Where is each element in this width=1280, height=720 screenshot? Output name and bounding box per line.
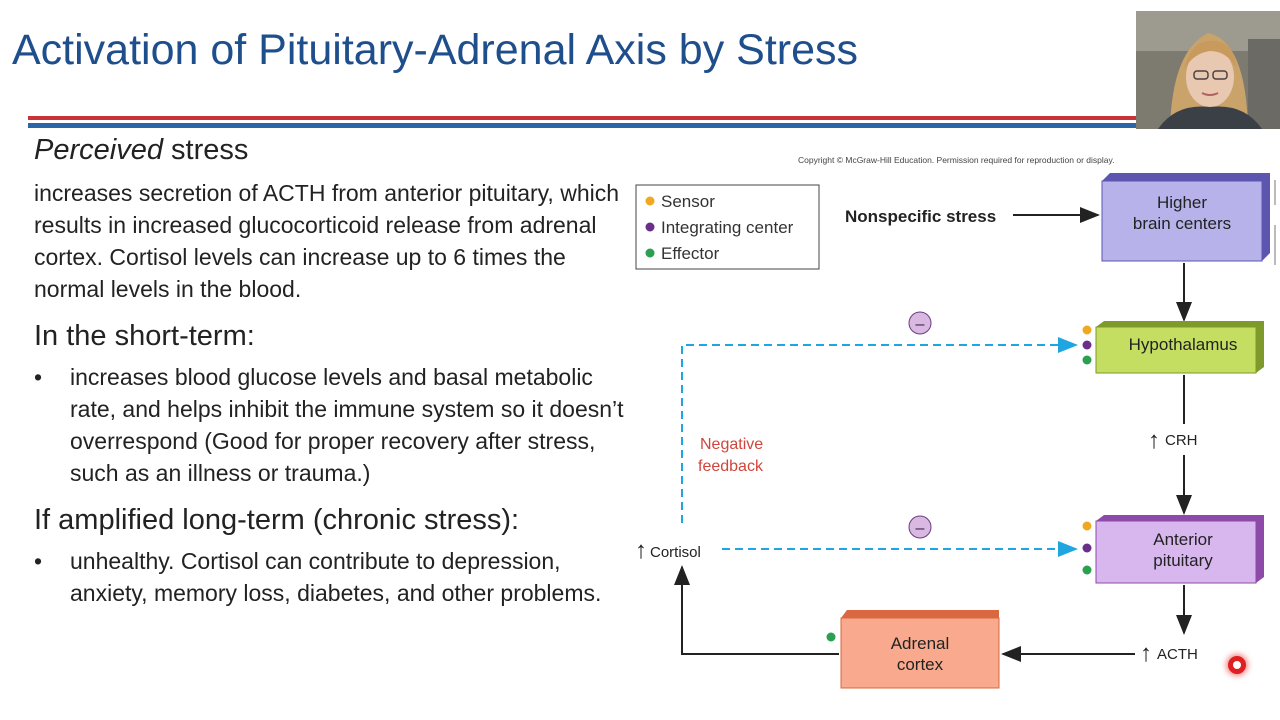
crh-increase-arrow: ↑ bbox=[1148, 427, 1160, 454]
adrenal-line1: Adrenal bbox=[891, 634, 950, 653]
long-term-list: unhealthy. Cortisol can contribute to de… bbox=[34, 545, 634, 609]
effector-legend-dot bbox=[645, 248, 655, 258]
negative-feedback-to-hypothalamus-line bbox=[681, 337, 1078, 523]
hypothalamus-box: Hypothalamus bbox=[1095, 321, 1264, 374]
hypothalamus-integrating-dot bbox=[1082, 340, 1092, 350]
crh-label: CRH bbox=[1165, 432, 1198, 449]
negative-feedback-line2: feedback bbox=[698, 458, 764, 475]
acth-increase-arrow: ↑ bbox=[1140, 640, 1152, 667]
hypothalamus-effector-dot bbox=[1082, 355, 1092, 365]
laser-pointer-cursor bbox=[1228, 656, 1246, 674]
adrenal-to-cortisol-arrow bbox=[674, 565, 839, 655]
adrenal-cortex-box: Adrenal cortex bbox=[840, 610, 1000, 689]
presenter-webcam bbox=[1136, 11, 1280, 129]
higher-brain-line2: brain centers bbox=[1133, 214, 1231, 233]
presenter-video-frame bbox=[1136, 11, 1280, 129]
pituitary-effector-dot bbox=[1082, 565, 1092, 575]
cortisol-label: Cortisol bbox=[650, 544, 701, 561]
cortisol-increase-arrow: ↑ bbox=[635, 537, 647, 564]
anterior-pituitary-box: Anterior pituitary bbox=[1095, 515, 1264, 584]
nonspecific-stress-label: Nonspecific stress bbox=[845, 207, 996, 226]
pituitary-integrating-dot bbox=[1082, 543, 1092, 553]
legend-sensor: Sensor bbox=[661, 192, 715, 211]
adrenal-effector-dot bbox=[826, 632, 836, 642]
sensor-legend-dot bbox=[645, 196, 655, 206]
perceived-heading-rest: stress bbox=[162, 134, 249, 166]
short-term-bullet: increases blood glucose levels and basal… bbox=[34, 361, 634, 489]
title-divider-blue bbox=[28, 123, 1140, 128]
inhibition-symbol-pituitary-text: – bbox=[916, 520, 925, 537]
hypothalamus-sensor-dot bbox=[1082, 325, 1092, 335]
negative-feedback-line1: Negative bbox=[700, 436, 763, 453]
legend-effector: Effector bbox=[661, 244, 720, 263]
slide-title: Activation of Pituitary-Adrenal Axis by … bbox=[12, 26, 859, 74]
anterior-line2: pituitary bbox=[1153, 551, 1213, 570]
hypothalamus-label: Hypothalamus bbox=[1129, 335, 1238, 354]
slide-body-text: Perceived stress increases secretion of … bbox=[34, 133, 634, 609]
legend-box: Sensor Integrating center Effector bbox=[635, 184, 820, 270]
legend-integrating-center: Integrating center bbox=[661, 218, 794, 237]
inhibition-symbol-hypothalamus-text: – bbox=[916, 316, 925, 333]
acth-label: ACTH bbox=[1157, 646, 1198, 663]
inhibition-symbol-hypothalamus: – bbox=[908, 311, 932, 335]
hpa-axis-diagram: Copyright © McGraw-Hill Education. Permi… bbox=[635, 155, 1276, 689]
long-term-heading: If amplified long-term (chronic stress): bbox=[34, 504, 520, 536]
short-term-heading: In the short-term: bbox=[34, 320, 255, 352]
copyright-notice: Copyright © McGraw-Hill Education. Permi… bbox=[798, 155, 1114, 165]
adrenal-line2: cortex bbox=[897, 655, 944, 674]
long-term-bullet: unhealthy. Cortisol can contribute to de… bbox=[34, 545, 634, 609]
short-term-list: increases blood glucose levels and basal… bbox=[34, 361, 634, 489]
integrating-center-legend-dot bbox=[645, 222, 655, 232]
perceived-emphasis: Perceived bbox=[34, 134, 163, 166]
inhibition-symbol-pituitary: – bbox=[908, 515, 932, 539]
higher-brain-centers-box: Higher brain centers bbox=[1101, 173, 1270, 262]
pituitary-sensor-dot bbox=[1082, 521, 1092, 531]
anterior-line1: Anterior bbox=[1153, 530, 1213, 549]
title-divider-red bbox=[28, 116, 1140, 120]
higher-brain-line1: Higher bbox=[1157, 193, 1207, 212]
perceived-stress-heading: Perceived stress bbox=[34, 133, 634, 167]
intro-paragraph: increases secretion of ACTH from anterio… bbox=[34, 180, 620, 302]
